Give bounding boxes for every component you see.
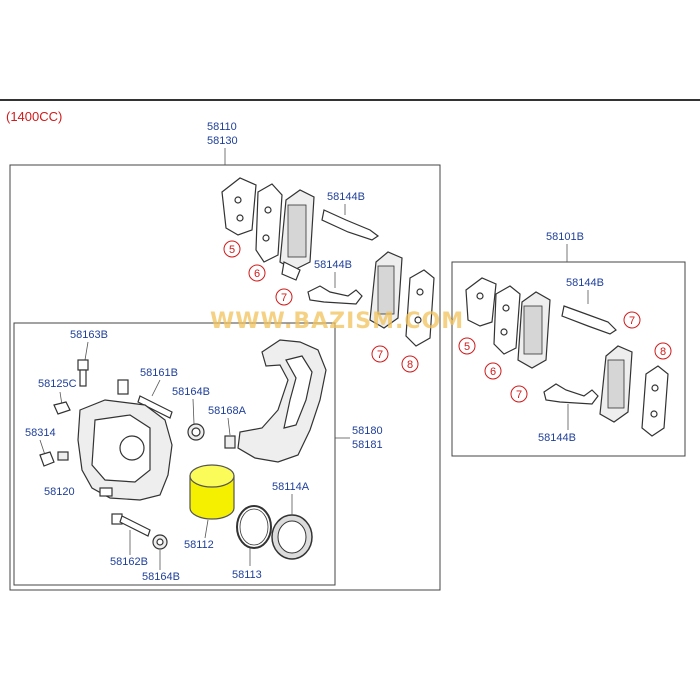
label-58144b-top: 58144B [327, 191, 365, 203]
label-58101b: 58101B [546, 231, 584, 243]
label-58164b-top: 58164B [172, 386, 210, 398]
caliper-pin-top [77, 359, 89, 387]
svg-text:7: 7 [629, 315, 635, 327]
svg-text:6: 6 [490, 366, 496, 378]
label-58161b: 58161B [140, 367, 178, 379]
variant-label: (1400CC) [6, 109, 62, 124]
callout-7b-left: 7 [371, 345, 389, 363]
pad-shim-8 [405, 269, 435, 347]
callout-7a-right: 7 [510, 385, 528, 403]
svg-text:5: 5 [229, 244, 235, 256]
svg-text:6: 6 [254, 268, 260, 280]
right-brake-pad-2 [599, 345, 633, 423]
caliper-bracket [237, 339, 327, 463]
label-58164b-bottom: 58164B [142, 571, 180, 583]
caliper-subassembly-box [13, 322, 336, 586]
label-58162b: 58162B [110, 556, 148, 568]
label-58168a: 58168A [208, 405, 247, 417]
callout-8-left: 8 [401, 355, 419, 373]
callout-6-right: 6 [484, 362, 502, 380]
svg-text:8: 8 [660, 346, 666, 358]
svg-text:8: 8 [407, 359, 413, 371]
brake-pad-right [369, 251, 403, 329]
pad-clip-mid [307, 285, 363, 305]
plug [39, 451, 69, 467]
label-58113: 58113 [232, 569, 262, 581]
callout-6-left: 6 [248, 264, 266, 282]
right-brake-pad [517, 291, 551, 369]
caliper-body [77, 399, 173, 501]
label-58112: 58112 [184, 539, 214, 551]
right-pad-shim-5 [465, 277, 497, 327]
label-58180: 58180 [352, 425, 383, 437]
svg-text:7: 7 [377, 349, 383, 361]
callout-7b-right: 7 [623, 311, 641, 329]
label-58144b-right-bottom: 58144B [538, 432, 576, 444]
callout-8-right: 8 [654, 342, 672, 360]
watermark: WWW.BAZISM.COM [210, 309, 464, 334]
label-58144b-mid: 58144B [314, 259, 352, 271]
piston-seal [236, 505, 272, 549]
label-58120: 58120 [44, 486, 75, 498]
right-pad-kit-box [451, 261, 686, 457]
bushing [224, 435, 236, 449]
pad-clip-top [321, 209, 380, 241]
svg-text:7: 7 [281, 292, 287, 304]
label-58130: 58130 [207, 135, 238, 147]
bleeder-screw [53, 401, 71, 415]
label-58114a: 58114A [272, 481, 310, 493]
right-pad-shim-6 [493, 285, 521, 355]
piston-highlighted [189, 464, 235, 520]
label-58110: 58110 [207, 121, 237, 133]
dust-seal [271, 514, 313, 560]
svg-text:5: 5 [464, 341, 470, 353]
label-58125c: 58125C [38, 378, 77, 390]
label-58314: 58314 [25, 427, 56, 439]
callout-5-right: 5 [458, 337, 476, 355]
right-pad-clip-bottom [543, 383, 599, 405]
pin-boot-top [187, 423, 205, 441]
label-58144b-right-top: 58144B [566, 277, 604, 289]
right-pad-clip-top [561, 305, 617, 335]
pin-boot-bottom [152, 534, 168, 550]
brake-pad-left [279, 189, 315, 281]
pad-shim-6 [255, 183, 283, 263]
right-pad-shim-8 [641, 365, 669, 437]
pad-shim-5 [221, 177, 257, 236]
callout-5-left: 5 [223, 240, 241, 258]
caliper-pin-bottom [111, 513, 151, 537]
callout-7a-left: 7 [275, 288, 293, 306]
guide-pin [117, 379, 173, 419]
label-58181: 58181 [352, 439, 383, 451]
label-58163b: 58163B [70, 329, 108, 341]
svg-text:7: 7 [516, 389, 522, 401]
